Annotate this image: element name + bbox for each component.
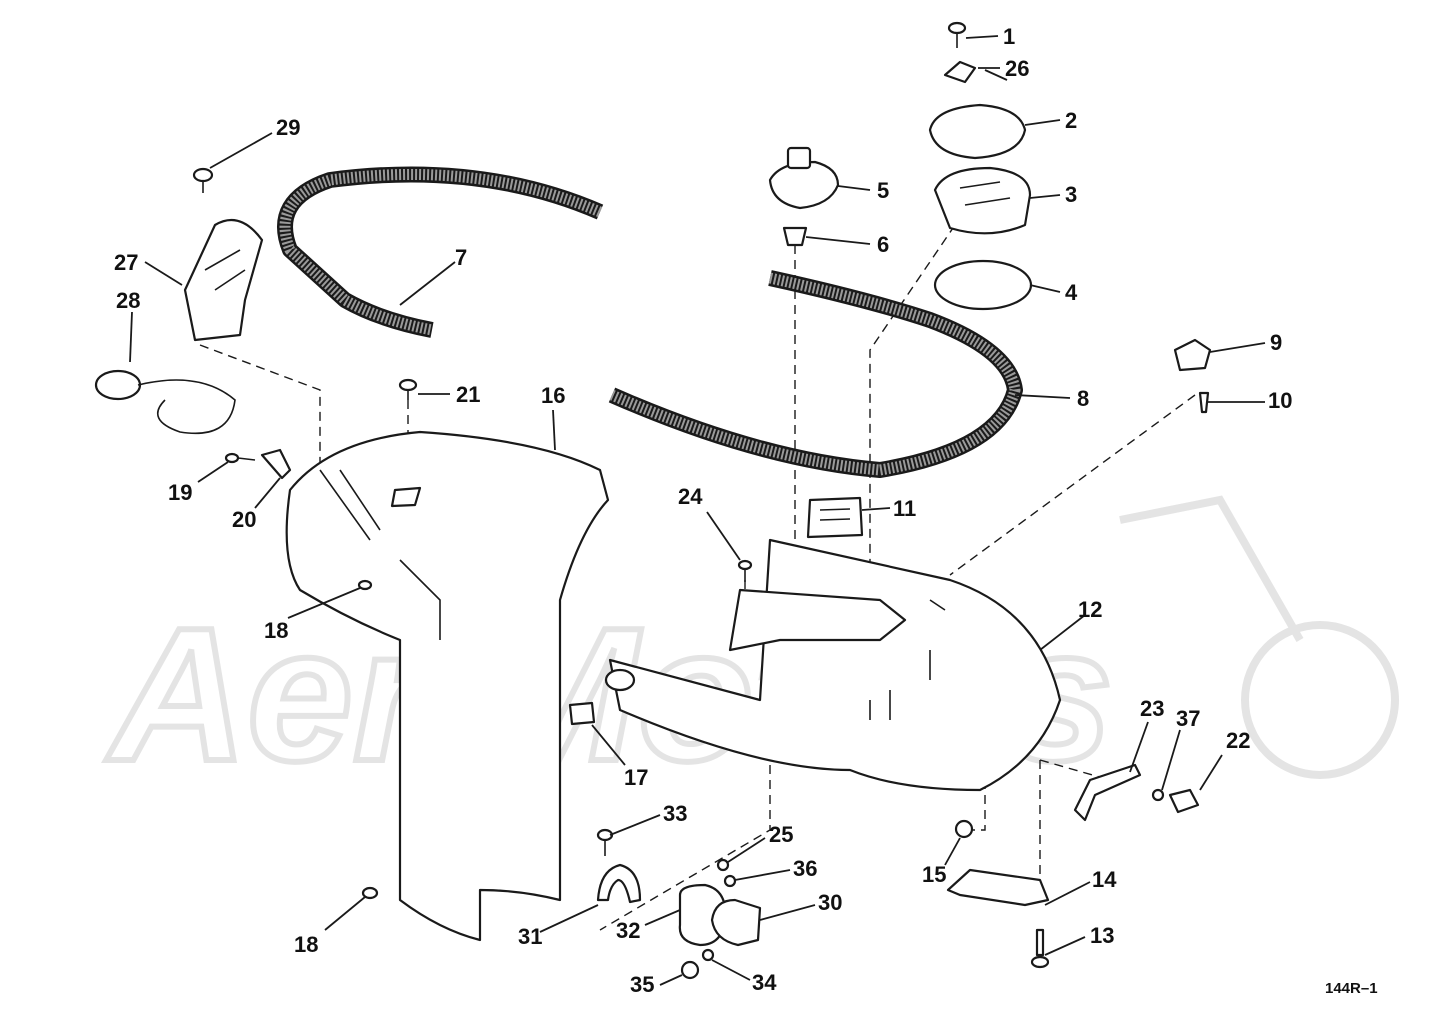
callout-25: 25: [769, 822, 793, 847]
callout-36: 36: [793, 856, 817, 881]
callout-4: 4: [1065, 280, 1078, 305]
callout-37: 37: [1176, 706, 1200, 731]
callout-14: 14: [1092, 867, 1117, 892]
part-24-screw: [737, 559, 753, 582]
part-2-cover: [928, 103, 1027, 160]
part-36-nut: [723, 874, 737, 888]
part-37-washer: [1151, 788, 1165, 802]
part-19-screw: [224, 452, 256, 464]
part-10-screw: [1198, 391, 1210, 414]
callout-33: 33: [663, 801, 687, 826]
part-4-plate: [933, 259, 1033, 311]
callout-3: 3: [1065, 182, 1077, 207]
part-1-screw: [947, 21, 967, 48]
callout-26: 26: [1005, 56, 1029, 81]
callout-2: 2: [1065, 108, 1077, 133]
part-5-pump: [768, 146, 840, 210]
callout-24: 24: [678, 484, 703, 509]
part-27-handle: [183, 218, 264, 342]
part-16-lower-cover: [285, 430, 610, 942]
part-25-washer: [716, 858, 730, 872]
part-31-clamp: [596, 863, 642, 904]
part-33-screw: [596, 828, 614, 856]
part-21-screw: [398, 378, 418, 400]
callout-1: 1: [1003, 24, 1015, 49]
part-9-bracket: [1173, 338, 1212, 372]
part-35-nut: [680, 960, 700, 980]
callout-10: 10: [1268, 388, 1292, 413]
callout-22: 22: [1226, 728, 1250, 753]
callout-21: 21: [456, 382, 480, 407]
callout-18b: 18: [294, 932, 318, 957]
callout-34: 34: [752, 970, 777, 995]
diagram-code: 144R–1: [1325, 980, 1378, 997]
callout-27: 27: [114, 250, 138, 275]
callout-30: 30: [818, 890, 842, 915]
watermark-frame-icon: [1119, 495, 1304, 642]
part-30-fitting: [710, 898, 762, 947]
callout-5: 5: [877, 178, 889, 203]
callout-29: 29: [276, 115, 300, 140]
part-18a-screw: [357, 579, 373, 591]
callout-28: 28: [116, 288, 140, 313]
callout-16: 16: [541, 383, 565, 408]
part-14-bracket: [946, 868, 1050, 907]
callout-18a: 18: [264, 618, 288, 643]
callout-labels: 1 2 3 4 5 6 7 8 9 10 11 12 13 14 15 16 1…: [114, 24, 1378, 997]
callout-31: 31: [518, 924, 542, 949]
part-23-bracket: [1073, 763, 1142, 822]
part-7-seal: [277, 166, 604, 338]
part-29-screw: [192, 167, 214, 193]
callout-9: 9: [1270, 330, 1282, 355]
part-26-clip: [943, 60, 977, 84]
leader-lines: [129, 35, 1266, 986]
callout-7: 7: [455, 245, 467, 270]
watermark-wheel-icon: [1241, 621, 1399, 779]
callout-19: 19: [168, 480, 192, 505]
callout-32: 32: [616, 918, 640, 943]
part-6-bushing: [782, 226, 808, 247]
part-11-grommet: [806, 496, 864, 539]
callout-13: 13: [1090, 923, 1114, 948]
part-34-washer: [701, 948, 715, 962]
part-17-grommet: [568, 701, 596, 726]
part-15-nut: [954, 819, 974, 839]
part-3-rotor: [933, 166, 1032, 235]
callout-11: 11: [893, 496, 916, 521]
callout-17: 17: [624, 765, 648, 790]
callout-23: 23: [1140, 696, 1164, 721]
callout-15: 15: [922, 862, 946, 887]
callout-8: 8: [1077, 386, 1089, 411]
part-20-clip: [260, 448, 292, 480]
part-8-seal: [608, 270, 1023, 478]
part-18b-screw: [361, 886, 379, 900]
part-12-upper-cover: [604, 538, 1062, 792]
callout-12: 12: [1078, 597, 1102, 622]
part-28-lanyard: [94, 369, 236, 435]
callout-6: 6: [877, 232, 889, 257]
part-22-bolt: [1168, 788, 1200, 814]
callout-20: 20: [232, 507, 256, 532]
part-13-screw: [1030, 928, 1050, 969]
callout-35: 35: [630, 972, 654, 997]
